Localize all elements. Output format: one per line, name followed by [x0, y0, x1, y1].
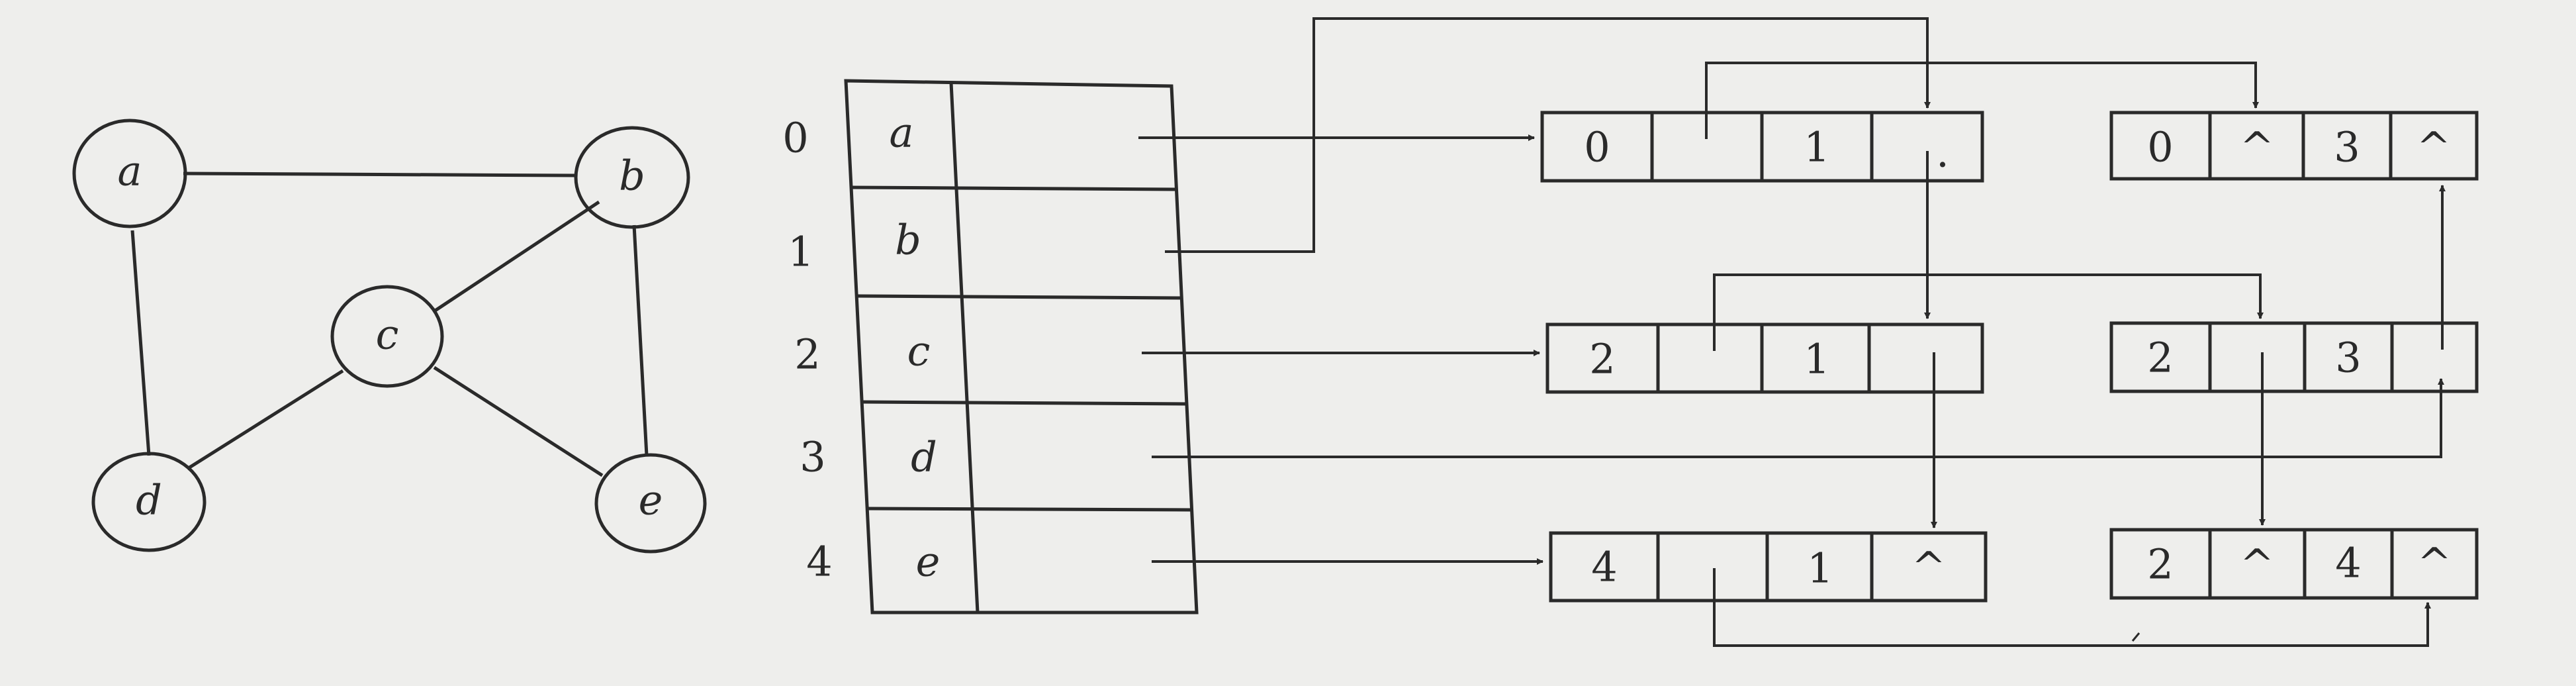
edge-node-cell: 4	[1591, 543, 1617, 591]
edge-node-border	[2109, 528, 2479, 600]
pointer-node2-ilink	[1713, 273, 2264, 351]
pointer-node0-ilink	[1705, 62, 2259, 139]
pointers	[1138, 17, 2446, 647]
table-vertex-label: c	[907, 327, 931, 375]
pointer-node4-ilink	[1713, 568, 2431, 647]
edge-node-cell: .	[1936, 128, 1949, 177]
edge-node-border	[1545, 322, 1984, 394]
row-divider	[851, 185, 1177, 191]
edge-node-cell: 4	[2335, 539, 2361, 587]
vertex-e	[594, 453, 707, 554]
edge-node-4	[1549, 531, 1988, 603]
table-vertex-label: a	[890, 109, 914, 157]
edge-c-d	[186, 369, 344, 471]
pen-mark	[2131, 632, 2140, 642]
edge-node-cell: 1	[1804, 335, 1829, 383]
row-divider	[861, 400, 1187, 406]
vertex-a-label: a	[118, 147, 142, 195]
column-divider	[949, 82, 980, 613]
vertex-d	[91, 452, 207, 552]
row-index: 0	[782, 114, 808, 162]
edge-node-cell: 3	[2334, 123, 2360, 172]
edge-b-c	[433, 200, 600, 313]
edge-node-cell: ^	[1911, 543, 1946, 591]
table-vertex-label: e	[916, 538, 941, 586]
row-index: 4	[806, 538, 832, 586]
edge-node-cell: ^	[2240, 540, 2274, 589]
vertex-b	[574, 126, 690, 229]
edge-node-cell: 0	[2147, 123, 2173, 172]
table-vertex-label: d	[911, 433, 937, 481]
vertex-b-label: b	[619, 152, 645, 200]
row-divider	[866, 507, 1192, 512]
row-index: 1	[788, 228, 813, 276]
edge-node-2	[1545, 322, 1984, 394]
row-divider	[856, 294, 1182, 300]
vertex-c	[330, 285, 444, 388]
edge-node-1	[2109, 111, 2479, 181]
edge-node-cell: 2	[2147, 334, 2173, 382]
vertex-c-label: c	[376, 311, 399, 359]
table-vertex-label: b	[895, 216, 921, 264]
edge-a-b	[183, 172, 576, 177]
edge-node-cell: 2	[2147, 540, 2173, 589]
edge-node-cell: ^	[2417, 539, 2452, 587]
vertex-d-label: d	[136, 476, 162, 524]
edge-node-5	[2109, 528, 2479, 600]
edge-node-cell: ^	[2240, 123, 2274, 172]
graph	[72, 119, 707, 554]
row-index: 2	[794, 330, 820, 379]
table-border	[844, 79, 1199, 614]
edge-node-0	[1540, 111, 1984, 183]
edge-node-border	[2109, 321, 2479, 393]
edge-node-cell: 1	[1804, 123, 1829, 172]
row-index: 3	[800, 433, 825, 481]
edge-node-cell: 0	[1584, 123, 1610, 172]
vertex-e-label: e	[639, 476, 663, 524]
pointer-b-firstedge	[1165, 17, 1931, 253]
edge-node-3	[2109, 321, 2479, 393]
edge-b-e	[632, 224, 649, 456]
pointer-d-firstedge	[1152, 378, 2444, 458]
edge-node-cell: 1	[1807, 544, 1833, 593]
edge-node-cell: 2	[1589, 335, 1615, 383]
edge-a-d	[130, 230, 151, 456]
edge-node-cell: ^	[2416, 123, 2451, 172]
edge-c-e	[433, 366, 604, 477]
vertex-table	[844, 79, 1199, 614]
edge-node-cell: 3	[2335, 334, 2361, 382]
vertex-a	[72, 119, 187, 228]
edge-node-border	[2109, 111, 2479, 181]
